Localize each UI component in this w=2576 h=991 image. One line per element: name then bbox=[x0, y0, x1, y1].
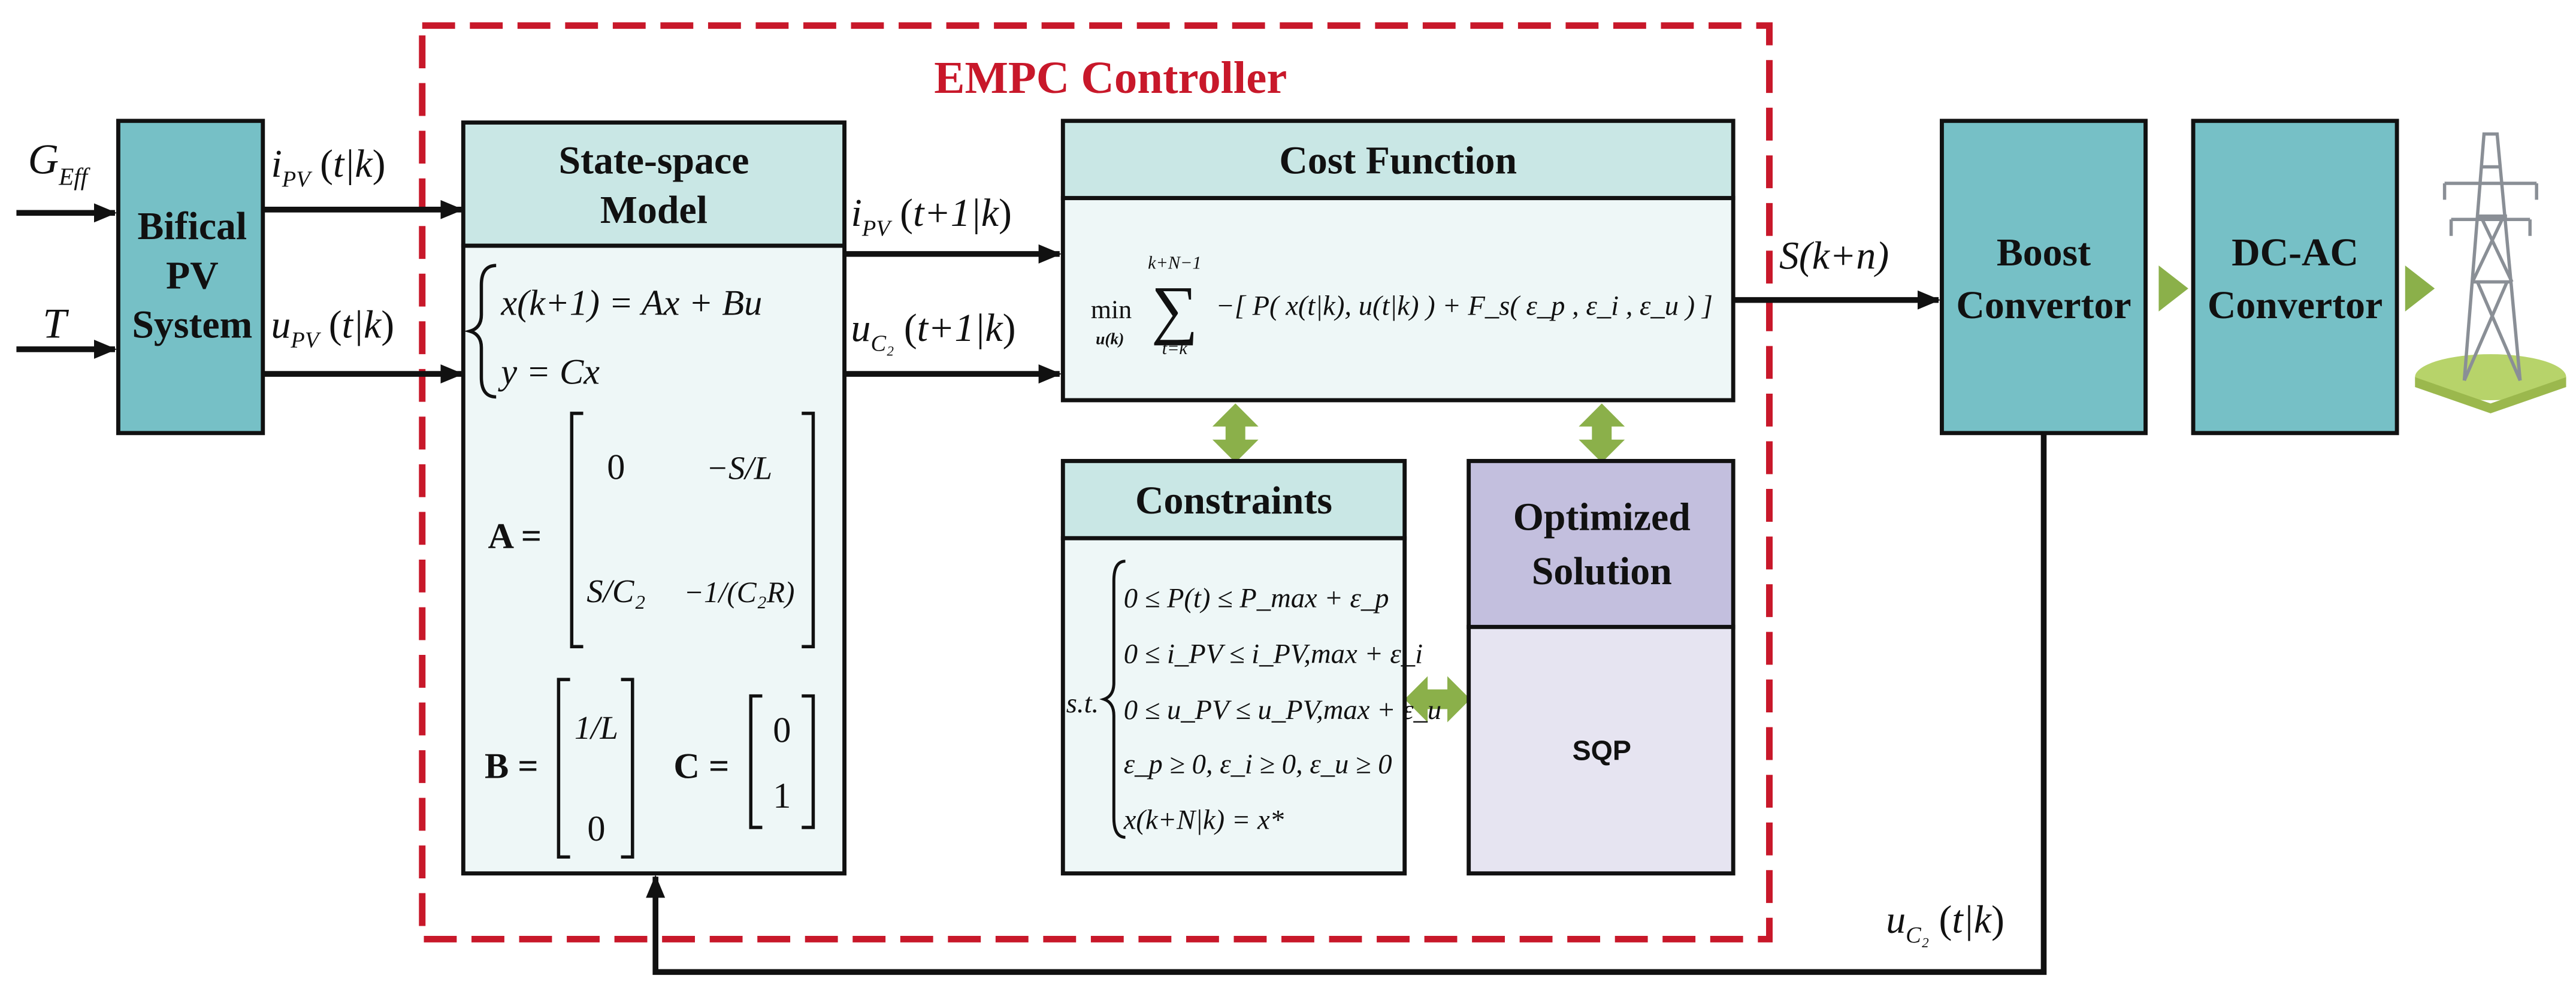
optimized-title-2: Solution bbox=[1532, 549, 1672, 593]
constraint-5: x(k+N|k) = x* bbox=[1123, 805, 1284, 836]
cost-sum-symbol: ∑ bbox=[1151, 273, 1198, 346]
bifical-pv-block bbox=[116, 119, 265, 436]
boost-convertor-block bbox=[1940, 119, 2148, 436]
state-space-title-1: State-space bbox=[558, 139, 749, 183]
cost-min-sub: u(k) bbox=[1096, 330, 1124, 348]
c-matrix-1: 0 bbox=[773, 710, 791, 750]
optimized-title-1: Optimized bbox=[1513, 496, 1691, 539]
state-space-body bbox=[461, 243, 846, 876]
b-bracket-right bbox=[621, 678, 634, 859]
boost-label-2: Convertor bbox=[1956, 283, 2131, 327]
pv-label-2: PV bbox=[166, 253, 219, 297]
a-label: A = bbox=[488, 516, 542, 557]
equation-brace bbox=[464, 264, 497, 399]
input-t-label: T bbox=[43, 300, 69, 348]
input-g-label: GEff bbox=[28, 136, 91, 191]
constraints-brace bbox=[1099, 560, 1126, 839]
output-equation: y = Cx bbox=[497, 352, 600, 392]
constraints-st: s.t. bbox=[1066, 688, 1099, 719]
ipv-t1k-label: iPV(t+1|k) bbox=[851, 191, 1012, 241]
ipv-tk-label: iPV(t|k) bbox=[271, 142, 385, 192]
cost-function-body bbox=[1060, 196, 1736, 403]
uc2-t1k-label: uC₂(t+1|k) bbox=[851, 306, 1016, 356]
c-matrix-2: 1 bbox=[773, 776, 791, 816]
uc2-tk-label: uC₂(t|k) bbox=[1886, 898, 2004, 947]
dcac-label-1: DC-AC bbox=[2232, 231, 2359, 274]
constraint-2: 0 ≤ i_PV ≤ i_PV,max + ε_i bbox=[1124, 639, 1423, 670]
cost-sum-top: k+N−1 bbox=[1148, 253, 1201, 273]
a-matrix-12: −S/L bbox=[706, 450, 772, 487]
boost-dcac-arrow bbox=[2158, 265, 2188, 312]
constraints-optimized-link bbox=[1404, 676, 1471, 723]
constraints-header bbox=[1060, 458, 1407, 540]
constraint-3: 0 ≤ u_PV ≤ u_PV,max + ε_u bbox=[1124, 694, 1441, 726]
state-space-title-2: Model bbox=[600, 188, 708, 232]
cost-expression: −[ P( x(t|k), u(t|k) ) + F_s( ε_p , ε_i … bbox=[1216, 290, 1713, 321]
constraint-4: ε_p ≥ 0, ε_i ≥ 0, ε_u ≥ 0 bbox=[1124, 748, 1392, 779]
power-tower-icon bbox=[2415, 132, 2566, 413]
dc-ac-convertor-block bbox=[2191, 119, 2399, 436]
cost-constraints-link bbox=[1212, 403, 1259, 463]
constraints-body bbox=[1060, 536, 1407, 876]
b-matrix-2: 0 bbox=[587, 809, 605, 849]
feedback-line bbox=[646, 433, 2047, 975]
cost-function-title: Cost Function bbox=[1279, 139, 1517, 183]
a-bracket-right bbox=[802, 412, 815, 649]
empc-controller-boundary bbox=[419, 22, 1773, 942]
constraints-title: Constraints bbox=[1135, 479, 1332, 522]
cost-min: min bbox=[1091, 295, 1132, 324]
a-matrix-21: S/C₂ bbox=[586, 573, 645, 609]
cost-optimized-link bbox=[1579, 403, 1625, 463]
a-matrix-11: 0 bbox=[607, 448, 625, 488]
empc-title: EMPC Controller bbox=[934, 52, 1287, 103]
constraint-1: 0 ≤ P(t) ≤ P_max + ε_p bbox=[1124, 582, 1389, 614]
dcac-grid-arrow bbox=[2405, 265, 2435, 312]
boost-label-1: Boost bbox=[1997, 231, 2091, 274]
optimized-solution-body bbox=[1467, 624, 1736, 876]
a-bracket-left bbox=[570, 412, 583, 649]
dcac-label-2: Convertor bbox=[2208, 283, 2383, 327]
b-label: B = bbox=[485, 747, 539, 787]
solver-sqp: SQP bbox=[1573, 735, 1631, 766]
cost-sum-bottom: t=k bbox=[1162, 338, 1188, 358]
cost-function-header bbox=[1060, 119, 1736, 201]
c-label: C = bbox=[673, 747, 729, 787]
pv-label-1: Bifical bbox=[137, 204, 247, 248]
b-matrix-1: 1/L bbox=[575, 709, 618, 746]
c-bracket-left bbox=[749, 694, 763, 829]
b-bracket-left bbox=[557, 678, 570, 859]
s-kn-label: S(k+n) bbox=[1779, 234, 1889, 278]
c-bracket-right bbox=[802, 694, 815, 829]
pv-label-3: System bbox=[132, 303, 252, 347]
a-matrix-22: −1/(C₂R) bbox=[684, 576, 795, 609]
state-equation: x(k+1) = Ax + Bu bbox=[500, 283, 762, 323]
upv-tk-label: uPV(t|k) bbox=[271, 303, 394, 353]
optimized-solution-header bbox=[1467, 458, 1736, 629]
